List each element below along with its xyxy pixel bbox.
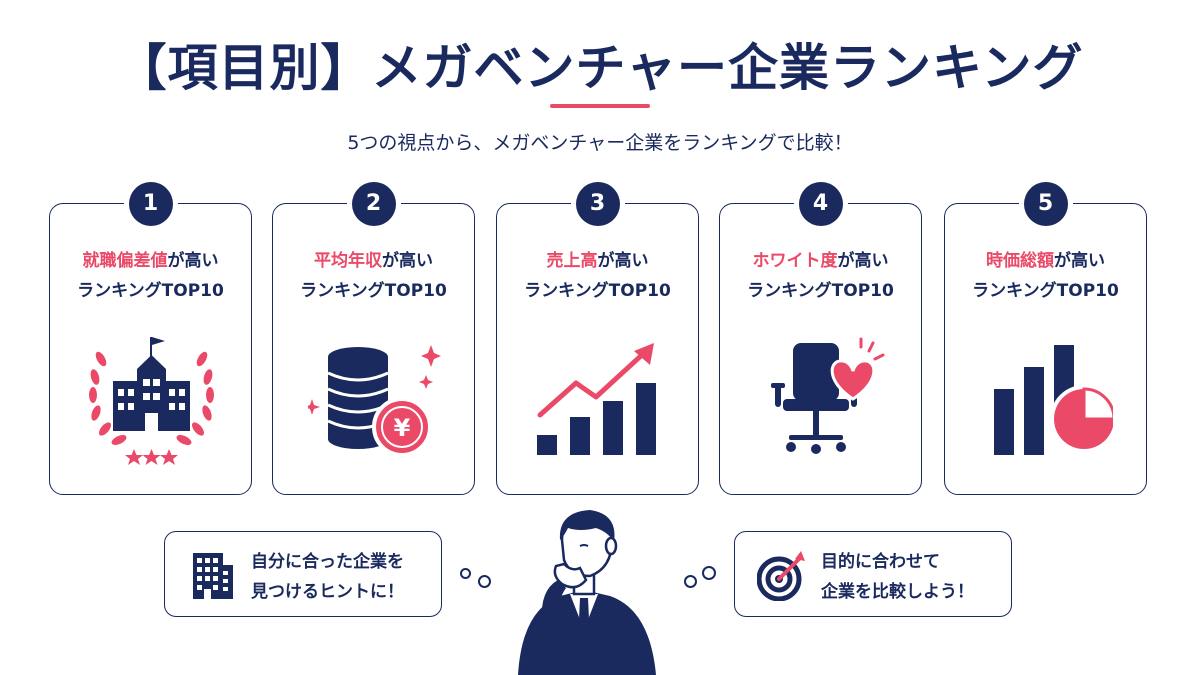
callout-line: 目的に合わせて bbox=[821, 552, 940, 572]
coin-stack-yen-icon: ¥ bbox=[308, 345, 441, 457]
callout-text: 目的に合わせて 企業を比較しよう！ bbox=[821, 547, 974, 607]
ranking-card-3[interactable]: 3 売上高が高い ランキングTOP10 bbox=[496, 182, 699, 495]
card-heading: 就職偏差値が高い bbox=[50, 246, 251, 271]
bar-pie-chart-icon bbox=[994, 345, 1113, 455]
callout-line: 企業を比較しよう！ bbox=[821, 582, 974, 602]
ranking-card-4[interactable]: 4 ホワイト度が高い ランキングTOP10 bbox=[719, 182, 922, 495]
card-subheading: ランキングTOP10 bbox=[77, 281, 224, 301]
card-number: 4 bbox=[798, 182, 843, 226]
card-number: 5 bbox=[1023, 182, 1068, 226]
title-underline bbox=[550, 104, 650, 108]
card-heading-suffix: が高い bbox=[382, 251, 433, 271]
card-heading-accent: 売上高 bbox=[546, 251, 598, 271]
ranking-card-5[interactable]: 5 時価総額が高い ランキングTOP10 bbox=[944, 182, 1147, 495]
callout-compare: 目的に合わせて 企業を比較しよう！ bbox=[734, 531, 1012, 617]
svg-text:¥: ¥ bbox=[394, 414, 411, 442]
card-heading: ホワイト度が高い bbox=[720, 246, 921, 271]
target-icon bbox=[757, 551, 805, 601]
callout-line: 自分に合った企業を bbox=[251, 552, 404, 572]
card-subheading: ランキングTOP10 bbox=[300, 281, 447, 301]
page-title: 【項目別】メガベンチャー企業ランキング bbox=[116, 39, 1084, 97]
card-heading-accent: ホワイト度 bbox=[752, 251, 838, 271]
ranking-card-2[interactable]: 2 平均年収が高い ランキングTOP10 ¥ bbox=[272, 182, 475, 495]
thinking-businessman-icon bbox=[518, 510, 656, 675]
page-subtitle: 5つの視点から、メガベンチャー企業をランキングで比較！ bbox=[347, 132, 853, 154]
card-heading-accent: 時価総額 bbox=[986, 251, 1054, 271]
card-heading-suffix: が高い bbox=[597, 251, 649, 271]
card-heading-accent: 平均年収 bbox=[314, 251, 382, 271]
growth-bar-chart-icon bbox=[537, 343, 656, 455]
card-number: 1 bbox=[128, 182, 173, 226]
card-subheading: ランキングTOP10 bbox=[972, 281, 1119, 301]
thought-bubble bbox=[478, 575, 491, 588]
callout-text: 自分に合った企業を 見つけるヒントに！ bbox=[251, 547, 404, 607]
card-heading: 平均年収が高い bbox=[273, 246, 474, 271]
building-icon bbox=[193, 553, 233, 599]
card-subheading: ランキングTOP10 bbox=[747, 281, 894, 301]
office-chair-heart-icon bbox=[771, 337, 885, 454]
card-heading-suffix: が高い bbox=[1054, 251, 1105, 271]
card-number: 3 bbox=[575, 182, 620, 226]
school-laurel-icon bbox=[89, 337, 214, 465]
card-subheading: ランキングTOP10 bbox=[524, 281, 671, 301]
card-heading-accent: 就職偏差値 bbox=[82, 251, 168, 271]
ranking-card-1[interactable]: 1 就職偏差値が高い ランキングTOP10 bbox=[49, 182, 252, 495]
callout-find-hint: 自分に合った企業を 見つけるヒントに！ bbox=[164, 531, 442, 617]
callout-line: 見つけるヒントに！ bbox=[251, 582, 404, 602]
card-heading-suffix: が高い bbox=[837, 251, 889, 271]
thought-bubble bbox=[460, 568, 471, 579]
card-heading: 売上高が高い bbox=[497, 246, 698, 271]
card-heading-suffix: が高い bbox=[167, 251, 219, 271]
card-number: 2 bbox=[351, 182, 396, 226]
card-heading: 時価総額が高い bbox=[945, 246, 1146, 271]
thought-bubble bbox=[702, 566, 716, 580]
thought-bubble bbox=[684, 575, 697, 588]
